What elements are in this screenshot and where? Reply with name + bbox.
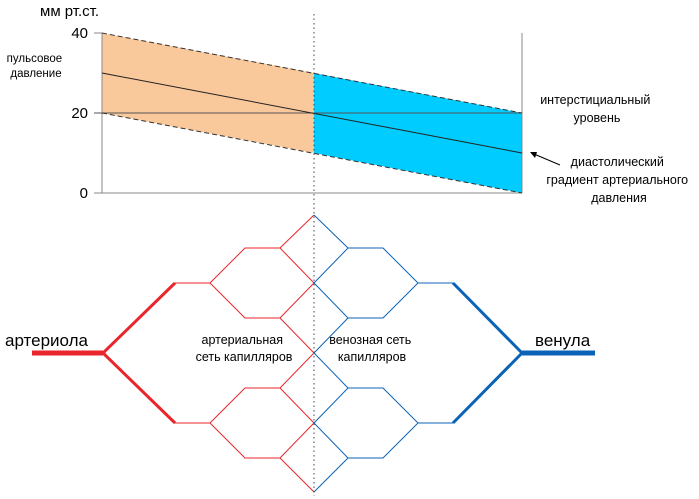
interstitial-level-label: интерстициальный уровень bbox=[540, 93, 654, 125]
venule-label: венула bbox=[535, 331, 591, 350]
pressure-chart: мм рт.ст. 40 20 0 пульсовое давление инт… bbox=[7, 3, 691, 205]
venous-main-branches bbox=[451, 281, 525, 425]
diastolic-arrow-line bbox=[533, 153, 561, 166]
venous-network-label: венозная сеть капилляров bbox=[329, 333, 415, 364]
y-tick-20: 20 bbox=[71, 105, 88, 122]
arterial-network-label: артериальная сеть капилляров bbox=[196, 333, 293, 364]
y-tick-0: 0 bbox=[80, 185, 88, 202]
arteriole-label: артериола bbox=[5, 331, 89, 350]
pulse-pressure-label: пульсовое давление bbox=[7, 53, 66, 80]
upper-pulse-dashed-line bbox=[101, 32, 523, 114]
y-tick-40: 40 bbox=[71, 25, 88, 42]
arterial-main-branches bbox=[100, 281, 177, 425]
mean-pressure-line bbox=[101, 72, 523, 154]
y-unit-label: мм рт.ст. bbox=[40, 3, 99, 20]
lower-pulse-dashed-line bbox=[101, 112, 523, 194]
diastolic-arrow-head bbox=[530, 152, 537, 158]
capillary-network bbox=[32, 14, 595, 496]
diastolic-gradient-label: диастолический градиент артериального да… bbox=[546, 155, 691, 205]
